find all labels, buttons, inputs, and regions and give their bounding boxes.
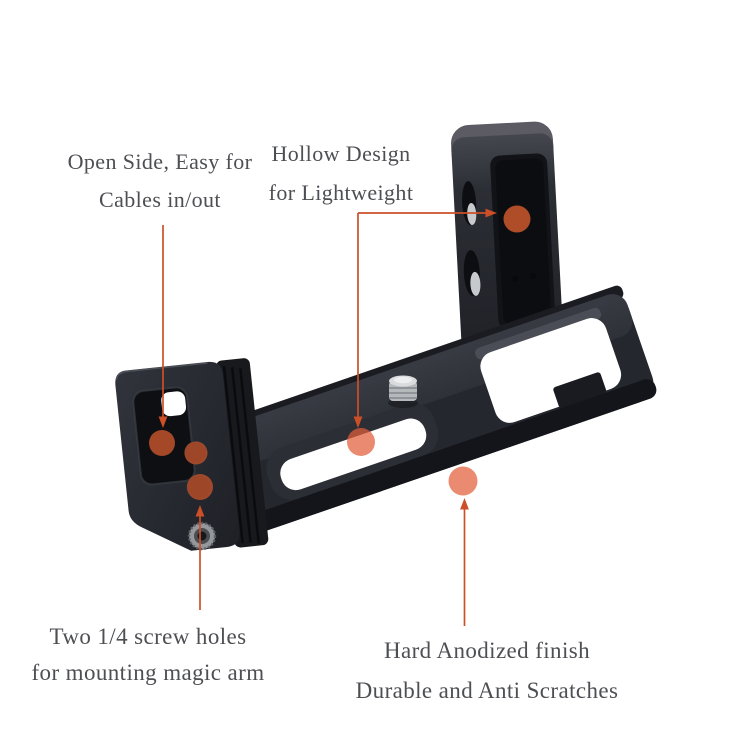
callout-open-side-line2: Cables in/out bbox=[99, 187, 221, 212]
grip-screw-hole-2 bbox=[530, 272, 537, 279]
quarter-inch-screw bbox=[388, 375, 418, 408]
callout-screw-holes: Two 1/4 screw holes for mounting magic a… bbox=[8, 619, 288, 691]
flange-window-bevel bbox=[132, 386, 196, 486]
grip-block bbox=[451, 121, 564, 354]
callout-open-side: Open Side, Easy for Cables in/out bbox=[18, 143, 302, 219]
highlight-dot-plate-slot bbox=[347, 428, 375, 456]
callout-anodized: Hard Anodized finish Durable and Anti Sc… bbox=[332, 631, 642, 711]
plate-window-tab bbox=[553, 372, 607, 408]
callout-anodized-line2: Durable and Anti Scratches bbox=[355, 678, 619, 703]
highlight-dot-grip-hollow bbox=[503, 205, 531, 233]
base-plate bbox=[221, 285, 657, 532]
side-flange bbox=[115, 358, 269, 551]
highlight-dot-anodized bbox=[448, 466, 478, 496]
arrow-anodized-head bbox=[460, 498, 469, 510]
callout-hollow-design-line2: for Lightweight bbox=[268, 180, 414, 205]
plate-long-slot-cutout bbox=[280, 418, 427, 491]
grip-screw-hole-1 bbox=[512, 275, 519, 282]
arrow-screw-holes-head bbox=[195, 505, 205, 517]
callout-screw-holes-line1: Two 1/4 screw holes bbox=[49, 624, 247, 649]
plate-window-inner-wall bbox=[475, 307, 602, 360]
highlight-dot-screw-hole-2 bbox=[187, 474, 213, 500]
grip-side-slot-1-metal bbox=[467, 202, 477, 225]
callout-open-side-line1: Open Side, Easy for bbox=[67, 149, 253, 174]
grip-side-slot-2-metal bbox=[470, 271, 481, 296]
knurled-screw bbox=[187, 521, 217, 551]
callout-anodized-line1: Hard Anodized finish bbox=[383, 638, 590, 663]
callout-screw-holes-line2: for mounting magic arm bbox=[31, 660, 265, 685]
flange-window-through-light bbox=[161, 391, 187, 417]
highlight-dot-screw-hole-1 bbox=[184, 441, 208, 465]
arrow-open-side-head bbox=[158, 416, 168, 428]
callout-hollow-design-line1: Hollow Design bbox=[271, 141, 411, 166]
arrow-hollow-horizontal-head bbox=[485, 208, 497, 218]
flange-top-highlight bbox=[116, 362, 208, 380]
flange-grooves bbox=[222, 366, 260, 544]
grip-hollow-inner bbox=[495, 158, 552, 325]
arrow-hollow-vertical-head bbox=[353, 416, 363, 428]
highlight-dot-open-side bbox=[149, 430, 175, 456]
callout-hollow-design: Hollow Design for Lightweight bbox=[236, 134, 446, 212]
plate-bottom-edge bbox=[253, 379, 657, 532]
annotation-arrows bbox=[158, 208, 497, 626]
